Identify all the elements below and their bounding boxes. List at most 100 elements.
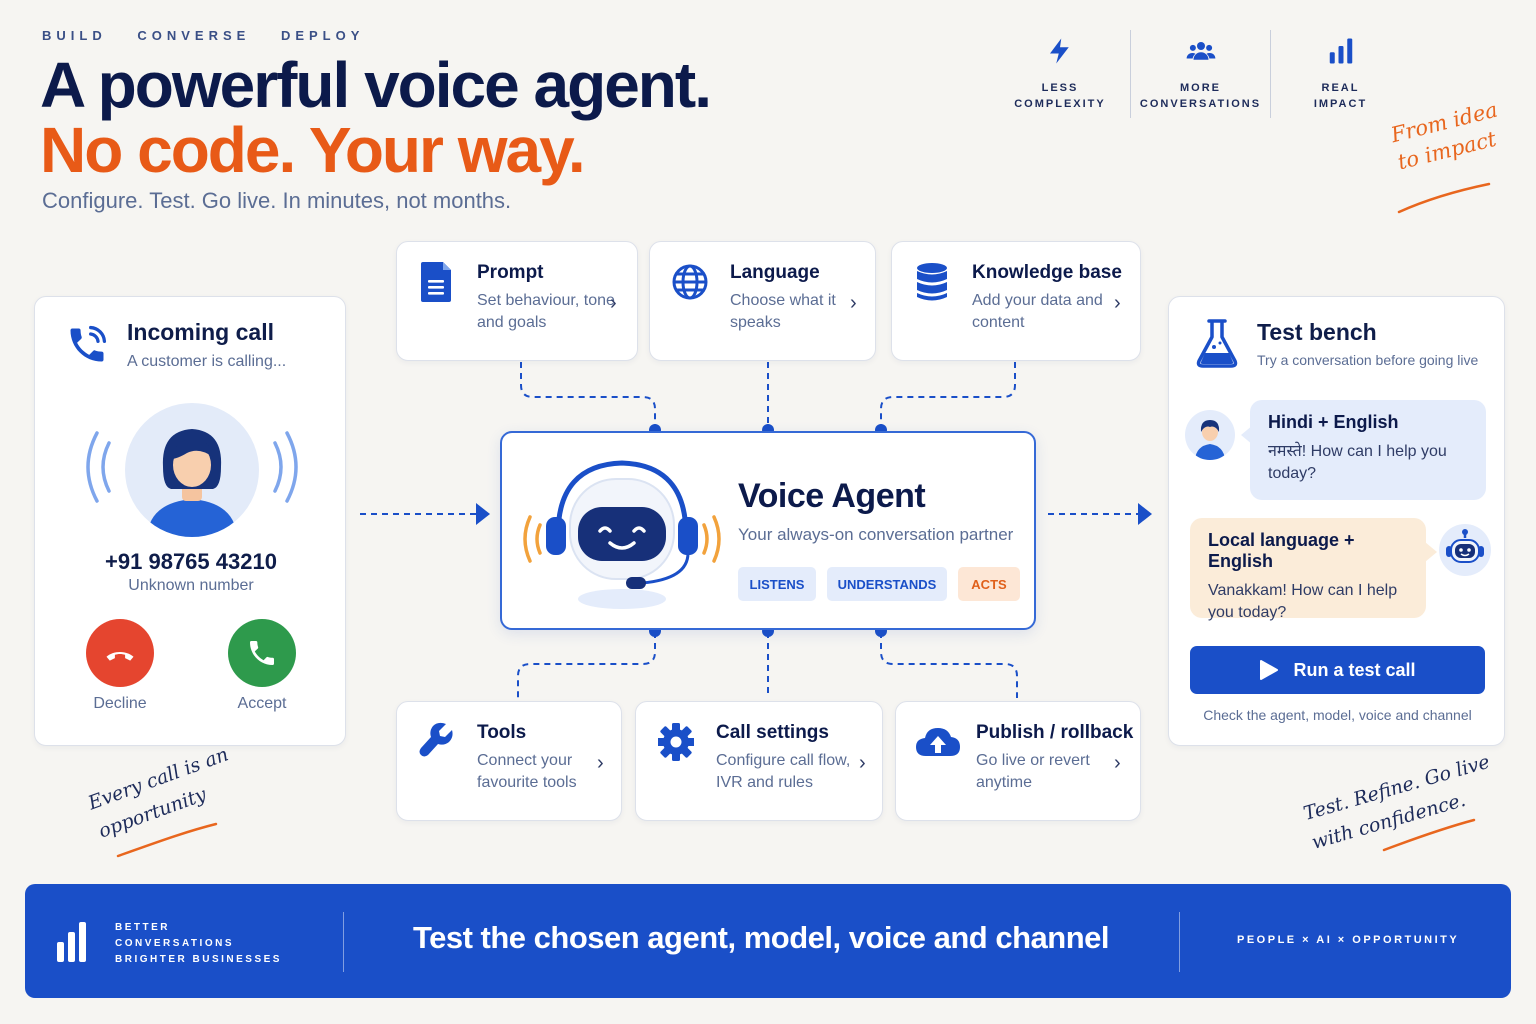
incoming-call-subtitle: A customer is calling...: [127, 353, 287, 370]
agent-avatar: [1439, 524, 1491, 576]
chevron-right-icon: ›: [1114, 292, 1121, 314]
bar-chart-icon: [57, 922, 86, 962]
decline-button[interactable]: [86, 619, 154, 687]
bubble-title: Hindi + English: [1268, 412, 1399, 432]
feature-card-call-settings[interactable]: Call settings Configure call flow, IVR a…: [635, 701, 883, 821]
chip-listens: LISTENS: [738, 567, 816, 601]
bubble-message: Vanakkam! How can I help you today?: [1208, 582, 1398, 621]
footer-banner: BETTER CONVERSATIONS BRIGHTER BUSINESSES…: [25, 884, 1511, 998]
footer-left-text: BETTER CONVERSATIONS BRIGHTER BUSINESSES: [115, 920, 282, 968]
robot-agent-icon: [523, 460, 721, 609]
chip-acts: ACTS: [958, 567, 1020, 601]
headline-line-2: No code. Your way.: [40, 114, 586, 186]
stat-less-complexity: LESS COMPLEXITY: [990, 30, 1130, 118]
footer-headline: Test the chosen agent, model, voice and …: [413, 920, 1109, 955]
stat-label-line2: CONVERSATIONS: [1139, 98, 1262, 110]
run-test-call-caption: Check the agent, model, voice and channe…: [1203, 707, 1472, 723]
hang-up-icon: [106, 652, 134, 661]
chevron-right-icon: ›: [610, 292, 617, 314]
accept-button[interactable]: [228, 619, 296, 687]
footer-right-text: PEOPLE × AI × OPPORTUNITY: [1237, 934, 1460, 946]
stat-label-line2: IMPACT: [1313, 98, 1368, 110]
bar-chart-icon: [1329, 38, 1352, 64]
eyebrow-build: BUILD: [42, 28, 107, 43]
feature-description: Go live or revert anytime: [976, 752, 1090, 791]
cloud-upload-icon: [916, 728, 960, 756]
chat-bubble-user: Hindi + English नमस्ते! How can I help y…: [1250, 400, 1486, 500]
stat-real-impact: REAL IMPACT: [1270, 30, 1410, 118]
stat-label-line1: REAL: [1321, 82, 1360, 94]
footer-left-line: BRIGHTER BUSINESSES: [115, 954, 282, 965]
document-icon: [421, 262, 451, 302]
robot-icon: [1446, 529, 1484, 563]
footer-divider: [1179, 912, 1180, 972]
feature-description: Set behaviour, tone and goals: [477, 292, 615, 331]
sound-waves-icon: [86, 431, 298, 503]
chevron-right-icon: ›: [1114, 752, 1121, 774]
incoming-call-title: Incoming call: [127, 319, 274, 345]
caller-person-icon: [147, 429, 237, 537]
chip-understands: UNDERSTANDS: [827, 567, 947, 601]
feature-description: Connect your favourite tools: [477, 752, 577, 791]
chevron-right-icon: ›: [859, 752, 866, 774]
headline-line-1: A powerful voice agent.: [40, 49, 712, 121]
chat-bubble-agent: Local language + English Vanakkam! How c…: [1190, 518, 1426, 621]
run-test-call-button[interactable]: Run a test call: [1190, 646, 1485, 694]
stat-label-line2: COMPLEXITY: [1014, 98, 1106, 110]
feature-description: Add your data and content: [972, 292, 1103, 331]
eyebrow-deploy: DEPLOY: [280, 28, 365, 43]
tagline-underline: [1397, 182, 1491, 214]
feature-card-knowledge-base[interactable]: Knowledge base Add your data and content…: [891, 241, 1141, 361]
people-icon: [1186, 42, 1215, 60]
eyebrow: BUILD CONVERSE DEPLOY: [42, 28, 386, 43]
chevron-right-icon: ›: [597, 752, 604, 774]
run-test-call-label: Run a test call: [1293, 659, 1416, 680]
feature-card-prompt[interactable]: Prompt Set behaviour, tone and goals ›: [396, 241, 638, 361]
decline-label: Decline: [93, 695, 147, 712]
accept-label: Accept: [237, 695, 287, 712]
note-right-underline: [1382, 818, 1476, 852]
footer-divider: [343, 912, 344, 972]
feature-title: Language: [730, 262, 820, 283]
feature-card-tools[interactable]: Tools Connect your favourite tools ›: [396, 701, 622, 821]
footer-left-line: CONVERSATIONS: [115, 938, 234, 949]
bubble-title: Local language + English: [1208, 530, 1355, 571]
globe-icon: [672, 264, 708, 300]
footer-left-line: BETTER: [115, 922, 170, 933]
stats-bar: LESS COMPLEXITY MORE CONVERSATIONS REAL IMP…: [990, 30, 1410, 118]
stat-label-line1: MORE: [1179, 82, 1221, 94]
phone-icon: [250, 641, 274, 665]
feature-description: Configure call flow, IVR and rules: [716, 752, 851, 791]
feature-title: Prompt: [477, 262, 544, 283]
lightning-icon: [1050, 38, 1069, 64]
feature-card-language[interactable]: Language Choose what it speaks ›: [649, 241, 876, 361]
feature-title: Publish / rollback: [976, 722, 1134, 743]
bubble-tail: [1425, 542, 1437, 562]
caller-avatar: [125, 403, 259, 537]
user-avatar: [1185, 410, 1235, 460]
feature-title: Call settings: [716, 722, 829, 743]
stat-label-line1: LESS: [1041, 82, 1079, 94]
feature-card-publish-rollback[interactable]: Publish / rollback Go live or revert any…: [895, 701, 1141, 821]
feature-description: Choose what it speaks: [730, 292, 836, 331]
caller-number: +91 98765 43210: [105, 549, 277, 574]
chevron-right-icon: ›: [850, 292, 857, 314]
headline-subtitle: Configure. Test. Go live. In minutes, no…: [42, 188, 512, 213]
flask-icon: [1196, 319, 1238, 368]
test-bench-title: Test bench: [1257, 319, 1377, 345]
voice-agent-card: Voice Agent Your always-on conversation …: [500, 431, 1036, 630]
note-left-underline: [116, 822, 218, 858]
play-icon: [1260, 660, 1279, 680]
phone-ringing-icon: [70, 325, 107, 362]
bubble-message: नमस्ते! How can I help you today?: [1268, 443, 1447, 482]
feature-title: Knowledge base: [972, 262, 1122, 283]
eyebrow-converse: CONVERSE: [137, 28, 251, 43]
user-person-icon: [1195, 420, 1225, 460]
database-icon: [917, 263, 947, 301]
gear-icon: [658, 723, 694, 761]
incoming-call-card: Incoming call A customer is calling... +…: [34, 296, 346, 746]
test-bench-card: Test bench Try a conversation before goi…: [1168, 296, 1505, 746]
voice-agent-title: Voice Agent: [738, 477, 926, 515]
wrench-icon: [419, 722, 453, 757]
feature-title: Tools: [477, 722, 527, 743]
